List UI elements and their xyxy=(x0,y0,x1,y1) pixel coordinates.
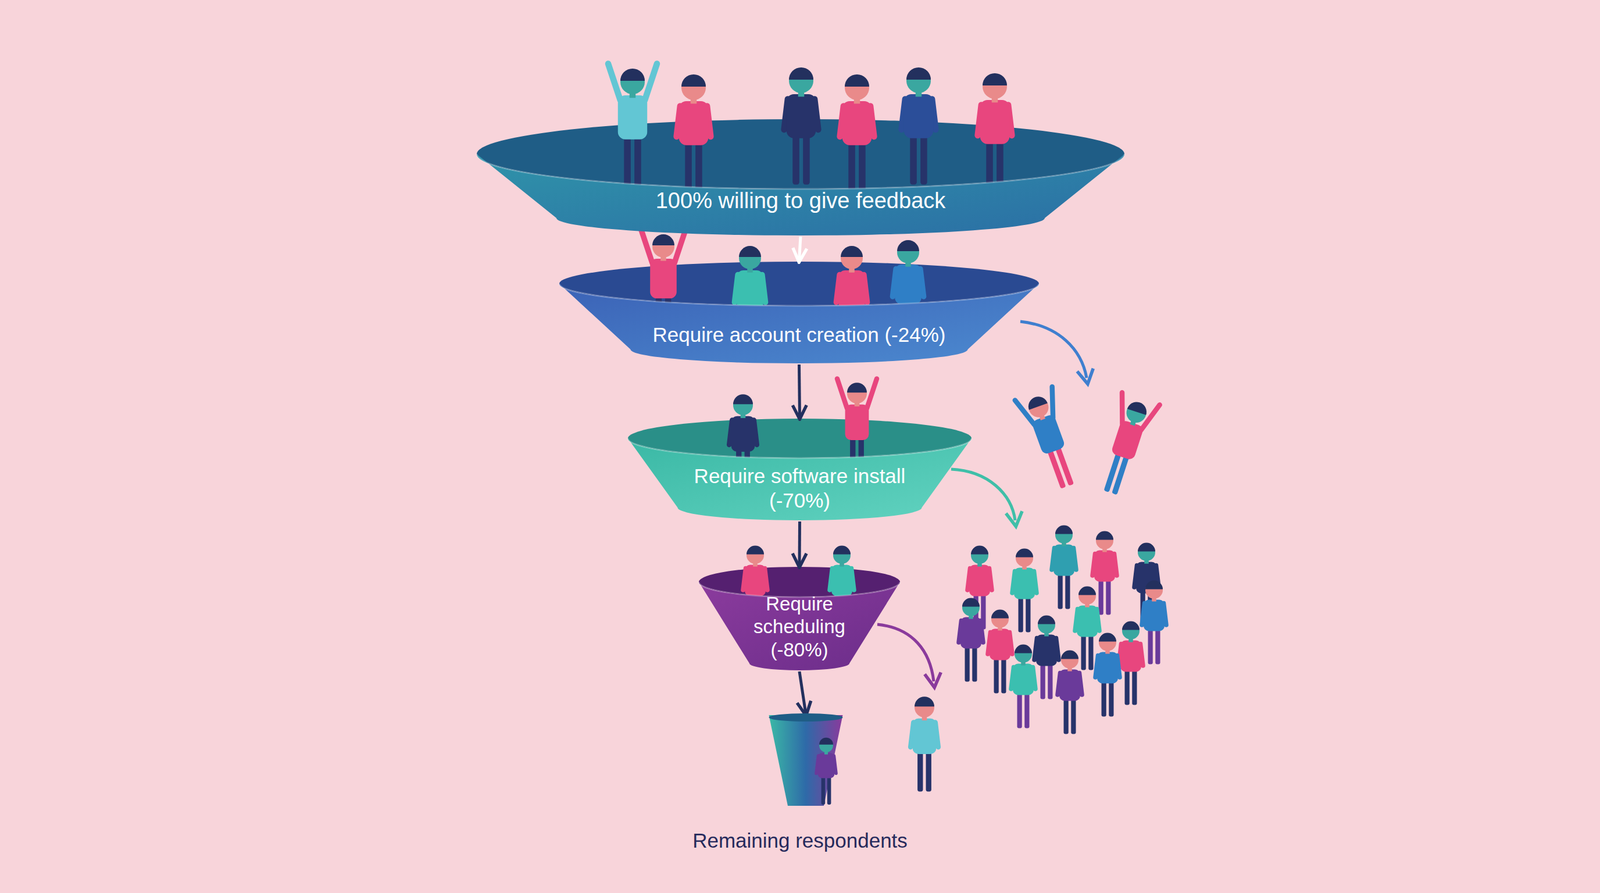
person-figure xyxy=(1051,525,1077,610)
person-figure xyxy=(1011,644,1036,729)
funnel-body xyxy=(627,438,972,521)
funnel-shape xyxy=(476,119,1125,236)
funnel-opening xyxy=(627,418,972,459)
person-figure xyxy=(1057,650,1082,735)
flow-arrow xyxy=(799,671,806,714)
person-figure xyxy=(1118,621,1144,706)
person-figure xyxy=(910,696,939,792)
person-figure xyxy=(967,545,992,630)
person-figure xyxy=(1034,615,1059,700)
result-label: Remaining respondents xyxy=(683,829,917,853)
dropout-arrow xyxy=(877,624,934,682)
funnel-stage: Require scheduling (-80%) xyxy=(698,566,900,671)
person-figure xyxy=(901,67,937,185)
flow-arrow xyxy=(799,236,802,261)
person-figure xyxy=(1141,580,1167,665)
person-figure xyxy=(987,609,1013,694)
funnel-stage: 100% willing to give feedback xyxy=(476,119,1125,236)
person-figure xyxy=(1095,633,1120,717)
cup-body xyxy=(769,715,844,806)
dropout-arrow xyxy=(1020,321,1087,378)
person-figure xyxy=(840,74,875,192)
person-figure xyxy=(1091,392,1160,499)
funnel-rim xyxy=(627,438,972,459)
person-figure xyxy=(676,74,712,192)
person-figure xyxy=(1012,548,1037,633)
person-figure xyxy=(784,67,819,185)
funnel-shape xyxy=(559,261,1039,364)
stage-label: Require software install (-70%) xyxy=(689,463,911,513)
stage-label: Require scheduling (-80%) xyxy=(732,592,867,662)
person-figure xyxy=(1092,531,1117,616)
person-figure xyxy=(608,63,657,187)
funnel-body xyxy=(559,283,1039,364)
dropout-arrow xyxy=(951,469,1016,521)
funnel-stage: Require account creation (-24%) xyxy=(559,261,1039,364)
stage-label: 100% willing to give feedback xyxy=(538,187,1063,215)
funnel-body xyxy=(698,581,900,671)
stage-label: Require account creation (-24%) xyxy=(595,322,1003,348)
funnel-opening xyxy=(559,261,1039,306)
flow-arrow xyxy=(799,364,800,418)
funnel-stage: Require software install (-70%) xyxy=(627,418,972,521)
person-figure xyxy=(1015,386,1087,494)
person-figure xyxy=(977,73,1013,191)
funnel-body xyxy=(476,154,1125,236)
remaining-cup: Remaining respondents xyxy=(683,715,928,861)
funnel-opening xyxy=(698,566,900,598)
cup-rim xyxy=(769,713,844,722)
person-figure xyxy=(816,737,837,805)
person-figure xyxy=(958,598,984,682)
flow-arrow xyxy=(798,521,802,566)
funnel-rim xyxy=(476,154,1125,189)
funnel-rim xyxy=(559,283,1039,306)
